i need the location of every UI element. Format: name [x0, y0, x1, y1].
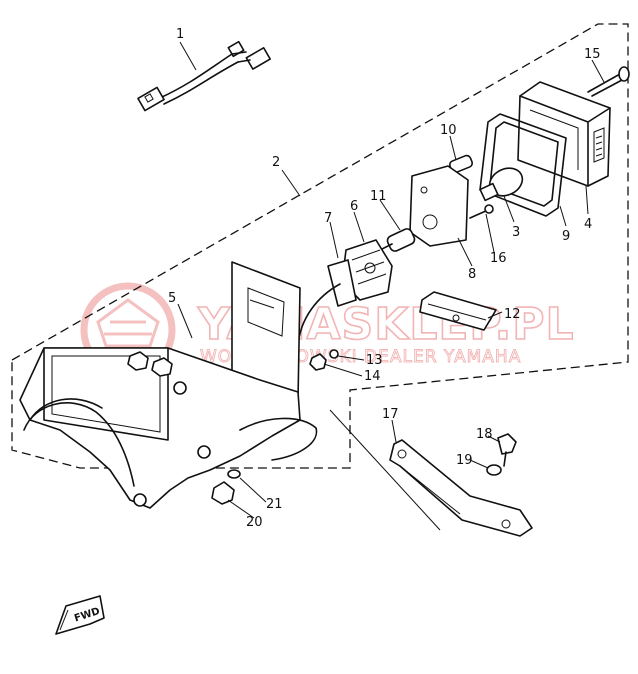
callout-21: 21: [266, 497, 283, 512]
callouts: 1 2 3 4 5 6 7 8 9 10 11 12 13 14 15 16 1…: [168, 27, 601, 530]
callout-5: 5: [168, 291, 176, 306]
callout-18: 18: [476, 427, 493, 442]
callout-12: 12: [504, 307, 521, 322]
callout-19: 19: [456, 453, 473, 468]
bracket-washer: [486, 464, 502, 476]
callout-11: 11: [370, 189, 387, 204]
callout-16: 16: [490, 251, 507, 266]
reflector: [419, 291, 497, 331]
lens-screw: [587, 66, 630, 97]
callout-1: 1: [176, 27, 184, 42]
socket-bracket: [327, 239, 393, 307]
wire-harness: [137, 40, 271, 112]
callout-2: 2: [272, 155, 280, 170]
bracket-bolt: [497, 433, 517, 467]
plate-bracket: [389, 439, 533, 537]
callout-13: 13: [366, 353, 383, 368]
callout-15: 15: [584, 47, 601, 62]
callout-14: 14: [364, 369, 381, 384]
rear-fender: [19, 261, 318, 509]
plate-screw: [469, 204, 494, 219]
callout-10: 10: [440, 123, 457, 138]
assembly-outline: [11, 23, 629, 469]
callout-20: 20: [246, 515, 263, 530]
tail-lens: [517, 81, 611, 187]
callout-17: 17: [382, 407, 399, 422]
fwd-arrow-icon: FWD: [55, 595, 105, 635]
callout-9: 9: [562, 229, 570, 244]
callout-4: 4: [584, 217, 592, 232]
bulb-socket: [375, 228, 416, 253]
callout-7: 7: [324, 211, 332, 226]
fender-bolt-set: [211, 469, 241, 505]
callout-3: 3: [512, 225, 520, 240]
tail-bulb: [479, 167, 524, 202]
nut-washer-set: [309, 349, 339, 371]
lamp-base-plate: [409, 165, 469, 247]
callout-8: 8: [468, 267, 476, 282]
leader-lines: [177, 41, 605, 531]
callout-6: 6: [350, 199, 358, 214]
